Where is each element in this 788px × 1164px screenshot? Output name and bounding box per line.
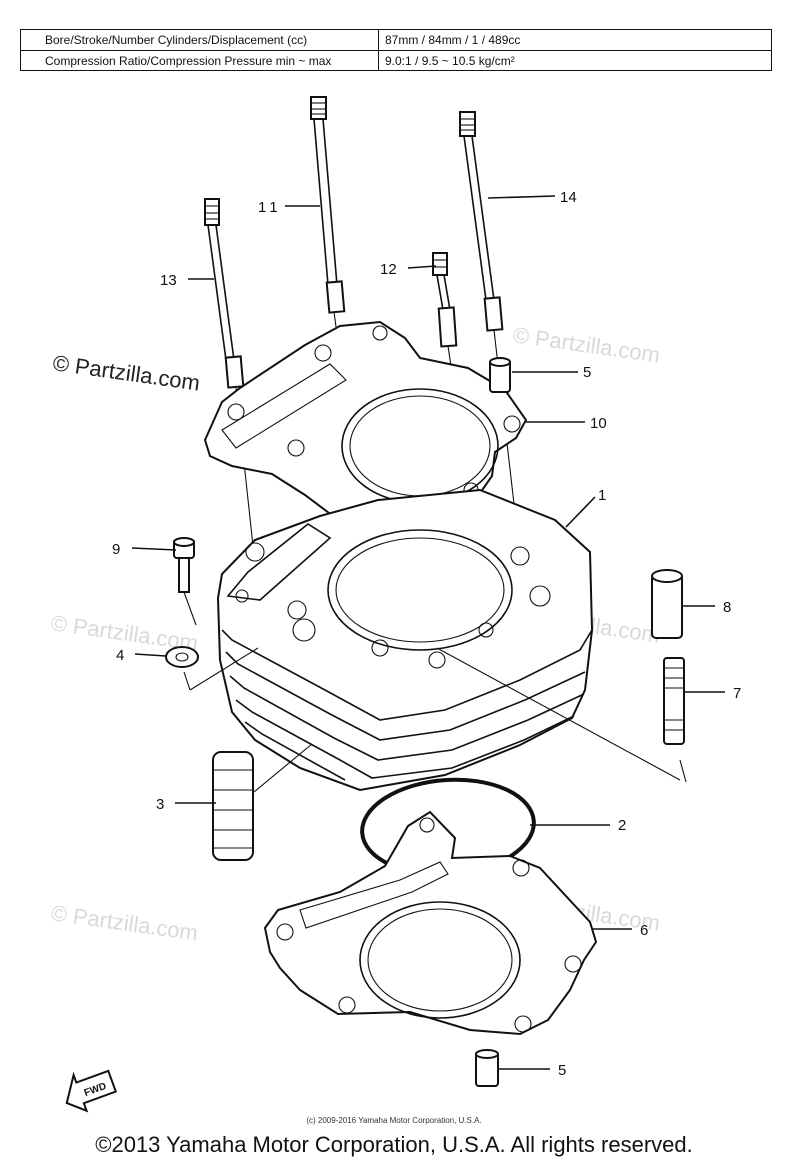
callout-14: 14 [560, 189, 577, 206]
spec-value: 87mm / 84mm / 1 / 489cc [385, 33, 521, 47]
forward-arrow-icon: FWD [65, 1069, 118, 1113]
callout-2: 2 [618, 817, 626, 834]
callout-12: 12 [380, 261, 397, 278]
callout-8: 8 [723, 599, 731, 616]
washer [165, 646, 259, 691]
callout-5: 5 [583, 364, 591, 381]
callout-13: 13 [160, 272, 177, 289]
spec-row: Bore/Stroke/Number Cylinders/Displacemen… [21, 30, 771, 50]
dowel-pin [475, 1049, 499, 1087]
callout-7: 7 [733, 685, 741, 702]
callout-10: 10 [590, 415, 607, 432]
spec-label: Compression Ratio/Compression Pressure m… [21, 50, 379, 70]
hex-socket-bolt [173, 537, 197, 626]
callout-6: 6 [640, 922, 648, 939]
spec-label: Bore/Stroke/Number Cylinders/Displacemen… [21, 30, 379, 50]
short-stud [663, 657, 687, 783]
spec-table: Bore/Stroke/Number Cylinders/Displacemen… [20, 29, 772, 71]
spec-value: 9.0:1 / 9.5 ~ 10.5 kg/cm² [385, 53, 515, 68]
small-copyright-notice: (c) 2009-2016 Yamaha Motor Corporation, … [306, 1116, 482, 1125]
spec-row: Compression Ratio/Compression Pressure m… [21, 49, 771, 70]
callout-9: 9 [112, 541, 120, 558]
callout-1: 1 [598, 487, 606, 504]
watermark: © Partzilla.com [511, 322, 661, 367]
dowel-pin-large [651, 569, 683, 639]
watermark: © Partzilla.com [49, 900, 199, 945]
callout-3: 3 [156, 796, 164, 813]
callout-4: 4 [116, 647, 124, 664]
copyright-notice: ©2013 Yamaha Motor Corporation, U.S.A. A… [95, 1132, 693, 1157]
cylinder-body [216, 488, 681, 792]
threaded-stud [212, 743, 313, 861]
dowel-pin [489, 357, 511, 393]
callout-5-lower: 5 [558, 1062, 566, 1079]
callout-11: 11 [258, 199, 282, 216]
stud-bolt [204, 198, 254, 547]
watermark: © Partzilla.com [51, 350, 201, 395]
cylinder-base-gasket [263, 810, 598, 1036]
